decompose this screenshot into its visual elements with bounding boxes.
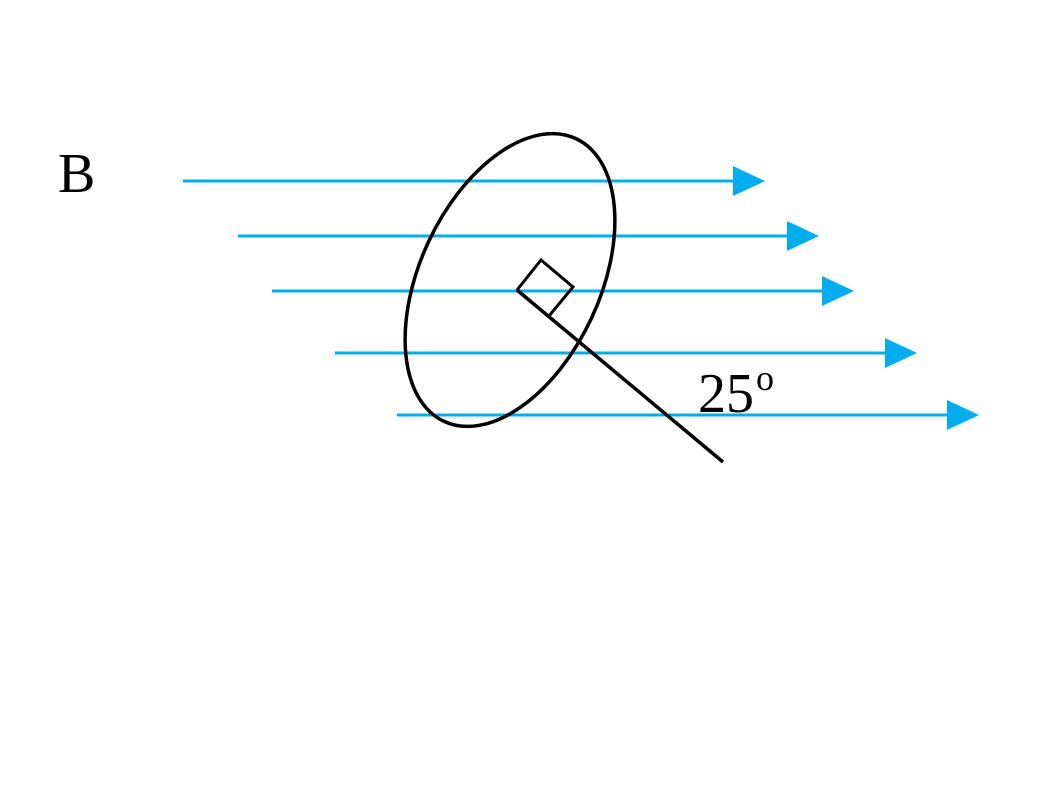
field-line-5 (397, 400, 979, 430)
field-line-1 (183, 166, 765, 196)
field-line-2 (238, 221, 819, 251)
arrow-right-icon (733, 166, 765, 196)
angle-label: 25o (698, 360, 774, 425)
arrow-right-icon (822, 276, 854, 306)
arrow-right-icon (947, 400, 979, 430)
field-line-4 (335, 338, 917, 368)
current-loop (403, 131, 617, 429)
normal-vector-line (515, 288, 725, 464)
arrow-right-icon (787, 221, 819, 251)
field-lines (183, 166, 979, 430)
degree-symbol: o (756, 358, 774, 398)
angle-value: 25 (698, 363, 754, 425)
magnetic-field-label: B (58, 143, 96, 205)
arrow-right-icon (885, 338, 917, 368)
square-icon (515, 257, 576, 317)
field-line-3 (272, 276, 854, 306)
